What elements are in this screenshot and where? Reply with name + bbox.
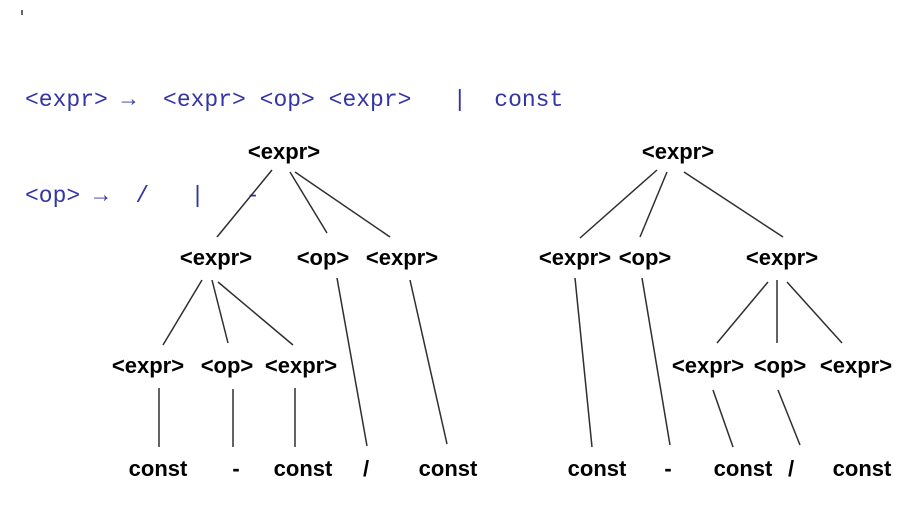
expr-node: <expr> (819, 353, 893, 378)
expr-node: <expr> (745, 245, 819, 270)
op-node: <op> (200, 353, 254, 378)
slash-leaf: / (787, 456, 795, 481)
expr-node: <expr> (264, 353, 338, 378)
const-leaf: const (567, 456, 627, 481)
minus-leaf: - (232, 456, 240, 481)
expr-node: <expr> (365, 245, 439, 270)
expr-node: <expr> (111, 353, 185, 378)
const-leaf: const (273, 456, 333, 481)
expr-node: <expr> (671, 353, 745, 378)
root-expr-node: <expr> (641, 139, 715, 164)
grammar-rules: <expr> → <expr> <op> <expr> | const <op>… (25, 20, 563, 276)
stray-tick-mark (21, 10, 23, 15)
op-node: <op> (753, 353, 807, 378)
expr-node: <expr> (179, 245, 253, 270)
const-leaf: const (713, 456, 773, 481)
const-leaf: const (832, 456, 892, 481)
expr-node: <expr> (538, 245, 612, 270)
grammar-line-1: <expr> → <expr> <op> <expr> | const (25, 87, 564, 113)
const-leaf: const (128, 456, 188, 481)
op-node: <op> (618, 245, 672, 270)
grammar-line-2: <op> → / | - (25, 183, 260, 209)
op-node: <op> (296, 245, 350, 270)
const-leaf: const (418, 456, 478, 481)
root-expr-node: <expr> (247, 139, 321, 164)
minus-leaf: - (664, 456, 672, 481)
slash-leaf: / (362, 456, 370, 481)
